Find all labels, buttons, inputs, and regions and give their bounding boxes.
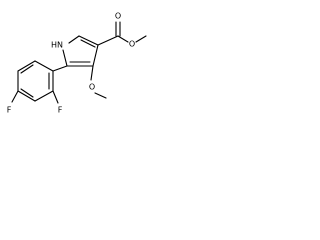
- bond-c2-c3-inner: [80, 39, 96, 48]
- atom-f-ortho-label: F: [58, 106, 63, 115]
- bond-ph-inner-c: [20, 64, 34, 74]
- atom-nh-label: HN: [51, 41, 63, 50]
- bond-ph5-ph6: [17, 60, 36, 72]
- bond-ph2-f: [52, 90, 59, 104]
- atom-o-ester-label: O: [129, 40, 135, 49]
- bond-c3-c4: [92, 44, 99, 67]
- bond-ccarbonyl-oester: [117, 35, 129, 43]
- bond-c3-ccarbonyl: [97, 35, 119, 46]
- atom-o-carbonyl-label: O: [115, 12, 121, 21]
- bond-c5-phenyl: [52, 65, 68, 72]
- bond-omethoxy-ch3: [94, 92, 107, 99]
- bond-c2-c3: [78, 35, 99, 46]
- bond-ph4-f: [11, 90, 19, 103]
- atom-f-para-label: F: [7, 106, 12, 115]
- bond-ph-inner-b: [20, 88, 34, 98]
- bond-n1-c2: [68, 35, 80, 44]
- bond-c4-omethoxy: [90, 65, 94, 81]
- bond-ph2-ph3: [34, 90, 54, 102]
- bond-c5-n1: [62, 49, 68, 67]
- atom-o-methoxy-label: O: [89, 83, 95, 92]
- structure-canvas: HN O O O F F: [7, 12, 147, 115]
- bond-ph3-ph4: [17, 90, 36, 102]
- bond-ph6-ph1: [34, 60, 54, 72]
- bond-oester-ch3: [135, 35, 147, 43]
